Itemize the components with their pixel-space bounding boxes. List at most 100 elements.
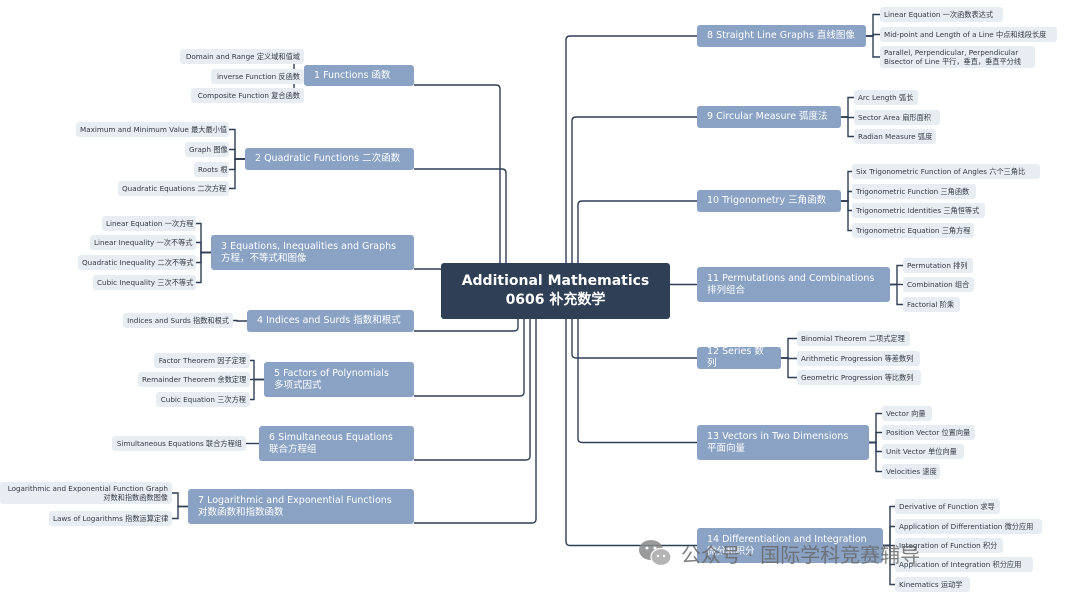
wechat-icon (639, 540, 672, 567)
leaf-right-7-3[interactable]: Integration of Function 积分 (895, 538, 1003, 553)
branch-right-1[interactable]: 8 Straight Line Graphs 直线图像 (697, 25, 866, 47)
leaf-right-3-1[interactable]: Six Trigonometric Function of Angles 六个三… (852, 164, 1040, 179)
connector-leaf-right-5-1 (781, 337, 797, 359)
leaf-right-2-1[interactable]: Arc Length 弧长 (854, 90, 918, 105)
connector-root-left-4 (414, 313, 519, 332)
leaf-left-3-1[interactable]: Linear Equation 一次方程 (102, 216, 196, 231)
leaf-right-3-4-text: Trigonometric Equation 三角方程 (856, 226, 971, 235)
leaf-left-3-3[interactable]: Quadratic Inequality 二次不等式 (78, 255, 196, 270)
connector-leaf-right-6-4 (869, 441, 882, 473)
leaf-left-1-1-text: Domain and Range 定义域和值域 (185, 52, 300, 61)
leaf-right-6-1[interactable]: Vector 向量 (882, 406, 932, 421)
leaf-right-4-1[interactable]: Permutation 排列 (903, 258, 973, 273)
leaf-right-4-3-text: Factorial 阶乘 (907, 300, 955, 309)
branch-right-3[interactable]: 10 Trigonometry 三角函数 (697, 190, 841, 212)
leaf-right-3-2[interactable]: Trigonometric Function 三角函数 (852, 184, 976, 199)
leaf-right-5-1-text: Binomial Theorem 二项式定理 (801, 334, 905, 343)
leaf-left-1-3[interactable]: Composite Function 复合函数 (191, 88, 304, 103)
leaf-left-5-3[interactable]: Cubic Equation 三次方程 (156, 392, 250, 407)
leaf-right-7-2[interactable]: Application of Differentiation 微分应用 (895, 519, 1042, 534)
leaf-left-3-4-text: Cubic Inequality 三次不等式 (97, 278, 194, 287)
branch-left-6-text: 联合方程组 (269, 443, 317, 455)
leaf-right-2-2[interactable]: Sector Area 扇形面积 (854, 110, 940, 125)
leaf-right-4-2[interactable]: Combination 组合 (903, 277, 974, 292)
leaf-left-6-1-text: Simultaneous Equations 联合方程组 (116, 439, 242, 448)
leaf-left-3-2[interactable]: Linear Inequality 一次不等式 (90, 235, 196, 250)
leaf-right-7-1[interactable]: Derivative of Function 求导 (895, 499, 1000, 514)
leaf-left-1-2[interactable]: inverse Function 反函数 (211, 69, 304, 84)
leaf-right-1-3-text: Bisector of Line 平行，垂直，垂直平分线 (884, 57, 1022, 66)
leaf-right-5-2[interactable]: Arithmetic Progression 等差数列 (797, 351, 920, 366)
leaf-left-2-1[interactable]: Maximum and Minimum Value 最大最小值 (76, 122, 229, 137)
leaf-right-7-5-text: Kinematics 运动学 (899, 580, 963, 589)
branch-left-1[interactable]: 1 Functions 函数 (304, 65, 414, 86)
connector-leaf-left-7-2 (172, 505, 188, 520)
connector-leaf-right-3-4 (841, 200, 852, 232)
root-title: Additional Mathematics (461, 273, 650, 289)
leaf-left-7-1[interactable]: Logarithmic and Exponential Function Gra… (0, 482, 172, 504)
leaf-left-3-2-text: Linear Inequality 一次不等式 (94, 238, 193, 247)
leaf-right-6-2[interactable]: Position Vector 位置向量 (882, 425, 975, 440)
leaf-right-1-2-text: Mid-point and Length of a Line 中点和线段长度 (884, 30, 1047, 39)
leaf-left-2-3[interactable]: Roots 根 (194, 162, 229, 177)
leaf-right-6-4[interactable]: Velocities 速度 (882, 464, 940, 479)
connector-root-right-7 (565, 319, 697, 547)
connector-root-right-2 (571, 116, 697, 263)
connector-leaf-right-4-3 (890, 283, 903, 306)
leaf-right-3-3[interactable]: Trigonometric Identities 三角恒等式 (852, 203, 985, 218)
connector-leaf-left-2-3 (229, 158, 245, 171)
branch-left-7-text: 对数函数和指数函数 (198, 506, 284, 518)
leaf-right-7-4-text: Application of Integration 积分应用 (899, 560, 1022, 569)
connector-leaf-right-1-3 (866, 35, 880, 58)
leaf-right-6-3[interactable]: Unit Vector 单位向量 (882, 444, 964, 459)
connector-leaf-left-7-1 (172, 492, 188, 508)
connector-leaf-right-1-1 (866, 13, 880, 37)
leaf-right-2-3[interactable]: Radian Measure 弧度 (854, 129, 936, 144)
connector-root-right-1 (565, 35, 697, 263)
connector-leaf-right-3-3 (841, 200, 852, 212)
leaf-left-4-1-text: Indices and Surds 指数和根式 (127, 316, 229, 325)
leaf-right-1-1[interactable]: Linear Equation 一次函数表达式 (880, 7, 1003, 22)
leaf-right-3-2-text: Trigonometric Function 三角函数 (856, 187, 970, 196)
leaf-right-3-3-text: Trigonometric Identities 三角恒等式 (856, 206, 980, 215)
leaf-right-5-3[interactable]: Geometric Progression 等比数列 (797, 370, 921, 385)
leaf-left-2-4[interactable]: Quadratic Equations 二次方程 (118, 181, 229, 196)
leaf-right-5-2-text: Arithmetic Progression 等差数列 (801, 354, 914, 363)
branch-left-4[interactable]: 4 Indices and Surds 指数和根式 (247, 310, 414, 332)
leaf-left-2-2-text: Graph 图像 (189, 145, 228, 154)
branch-left-2[interactable]: 2 Quadratic Functions 二次函数 (245, 148, 414, 170)
branch-right-5[interactable]: 12 Series 数列 (697, 346, 781, 369)
leaf-left-2-2[interactable]: Graph 图像 (185, 142, 229, 157)
leaf-right-5-3-text: Geometric Progression 等比数列 (801, 373, 914, 382)
connector-leaf-left-3-3 (196, 251, 211, 264)
leaf-left-5-1[interactable]: Factor Theorem 因子定理 (154, 353, 250, 368)
leaf-right-5-1[interactable]: Binomial Theorem 二项式定理 (797, 331, 910, 346)
leaf-left-7-1-text: Logarithmic and Exponential Function Gra… (7, 484, 168, 493)
branch-right-7-text: 微分和积分 (707, 545, 755, 557)
connector-root-left-2 (414, 168, 507, 269)
root-node[interactable]: Additional Mathematics 0606 补充数学 (441, 263, 670, 319)
leaf-right-7-4[interactable]: Application of Integration 积分应用 (895, 557, 1033, 572)
leaf-left-6-1[interactable]: Simultaneous Equations 联合方程组 (112, 436, 246, 451)
leaf-right-3-4[interactable]: Trigonometric Equation 三角方程 (852, 223, 974, 238)
leaf-right-4-3[interactable]: Factorial 阶乘 (903, 297, 960, 312)
leaf-left-3-1-text: Linear Equation 一次方程 (106, 219, 194, 228)
branch-right-2[interactable]: 9 Circular Measure 弧度法 (697, 106, 841, 128)
leaf-left-5-2[interactable]: Remainder Theorem 余数定理 (138, 372, 250, 387)
leaf-left-1-1[interactable]: Domain and Range 定义域和值域 (180, 49, 304, 64)
branch-right-5-text: 12 Series 数列 (707, 346, 764, 369)
leaf-left-3-4[interactable]: Cubic Inequality 三次不等式 (93, 275, 196, 290)
leaf-left-4-1[interactable]: Indices and Surds 指数和根式 (123, 313, 233, 328)
leaf-left-7-2[interactable]: Laws of Logarithms 指数运算定律 (49, 511, 172, 526)
connector-leaf-left-2-4 (229, 158, 245, 190)
leaf-right-1-2[interactable]: Mid-point and Length of a Line 中点和线段长度 (880, 27, 1057, 42)
leaf-right-7-5[interactable]: Kinematics 运动学 (895, 577, 970, 592)
